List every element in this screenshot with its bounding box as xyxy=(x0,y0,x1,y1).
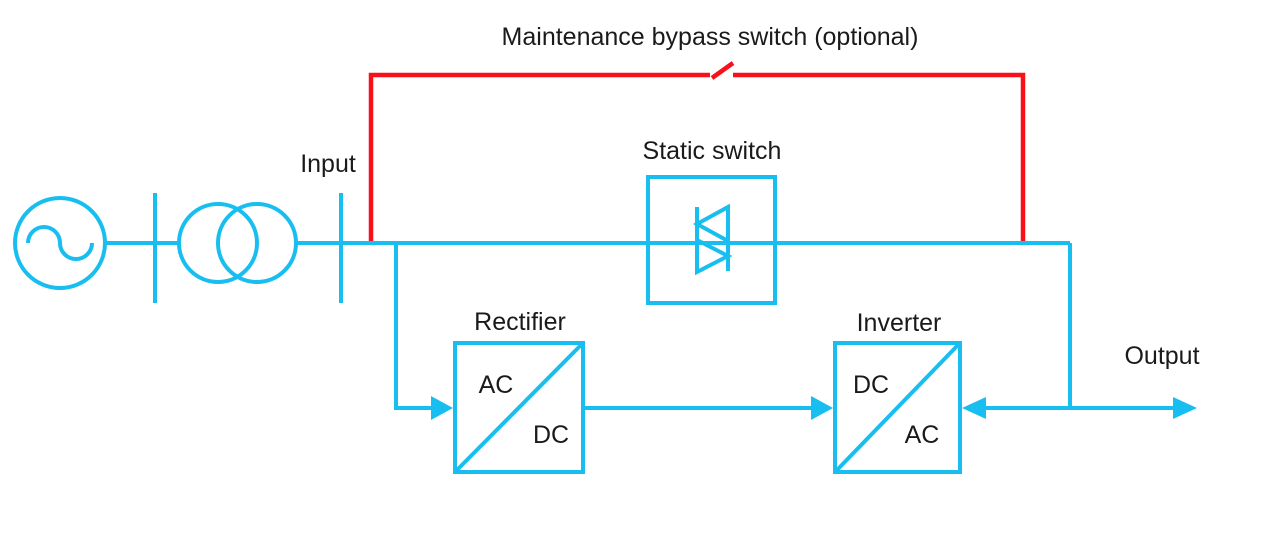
sine-wave-icon xyxy=(26,225,94,261)
rectifier-top-label: AC xyxy=(479,371,514,399)
bypass-switch-blade-icon xyxy=(710,61,735,80)
static-switch-label: Static switch xyxy=(643,137,782,165)
inverter-bottom-label: AC xyxy=(905,421,940,449)
rectifier-diagonal xyxy=(455,343,583,472)
arrow-into-inverter-icon xyxy=(811,396,833,420)
inverter-block: DC AC xyxy=(833,341,962,474)
bypass-switch-label: Maintenance bypass switch (optional) xyxy=(502,23,919,51)
ac-source xyxy=(13,196,107,290)
arrow-into-inverter-output-icon xyxy=(962,397,986,419)
inverter-top-label: DC xyxy=(853,371,889,399)
rectifier-label: Rectifier xyxy=(474,308,566,336)
transformer xyxy=(177,202,298,284)
maintenance-bypass-path xyxy=(368,61,1026,241)
rectifier-block: AC DC xyxy=(453,341,585,474)
wire-bus-to-rectifier xyxy=(394,243,433,410)
bypass-wire-right xyxy=(733,72,1026,241)
transformer-primary-circle xyxy=(177,202,259,284)
arrow-into-rectifier-icon xyxy=(431,396,453,420)
inverter-diagonal xyxy=(835,343,960,472)
inverter-label: Inverter xyxy=(857,309,942,337)
input-label: Input xyxy=(300,150,356,178)
bypass-wire-left xyxy=(368,72,710,241)
static-switch xyxy=(646,175,777,305)
arrow-output-icon xyxy=(1173,397,1197,419)
thyristor-triangle-up-icon xyxy=(692,203,730,245)
output-label: Output xyxy=(1124,342,1199,370)
static-switch-box xyxy=(646,175,777,305)
rectifier-bottom-label: DC xyxy=(533,421,569,449)
thyristor-triangle-down-icon xyxy=(695,236,733,276)
inverter-box xyxy=(833,341,962,474)
